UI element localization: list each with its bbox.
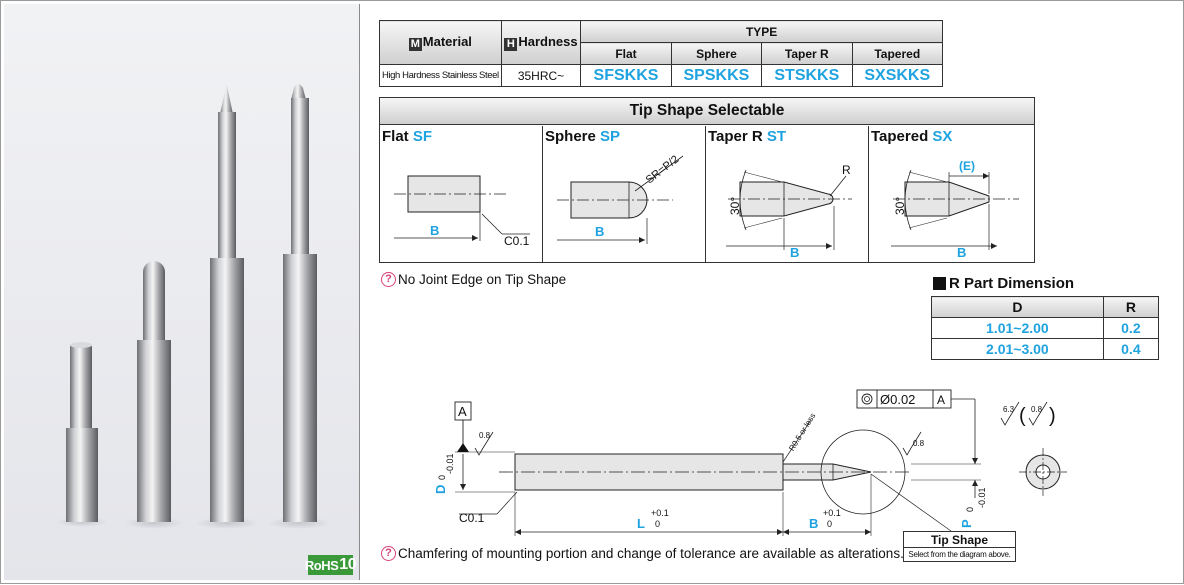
- type-col-sphere: Sphere: [670, 42, 763, 65]
- p-tol-lower: -0.01: [977, 487, 987, 508]
- type-col-tapered: Tapered: [851, 42, 944, 65]
- r-part-r-1: 0.2: [1102, 317, 1160, 339]
- type-col-taper-r: Taper R: [761, 42, 853, 65]
- no-joint-note: ?No Joint Edge on Tip Shape: [381, 272, 566, 287]
- tapered-diagram: 30° (E) B: [891, 159, 1019, 260]
- table-row: 1.01~2.00 0.2: [931, 317, 1160, 339]
- r-part-title: R Part Dimension: [933, 275, 1074, 292]
- d-tol-lower: -0.01: [445, 453, 455, 474]
- type-header: TYPE: [580, 20, 943, 43]
- tapered-angle: 30°: [893, 197, 907, 215]
- svg-text:(: (: [1019, 405, 1026, 427]
- material-icon: M: [408, 38, 422, 51]
- tip-icon: ?: [381, 546, 396, 561]
- pin-sphere: [137, 261, 171, 522]
- taper-r-angle: 30°: [728, 197, 742, 215]
- l-label: L: [637, 516, 645, 531]
- end-view-icon: [1019, 448, 1067, 496]
- r-part-r-2: 0.4: [1102, 338, 1160, 360]
- roughness-2: 0.8: [913, 439, 925, 448]
- code-sx[interactable]: SXSKKS: [851, 64, 944, 87]
- type-col-flat: Flat: [580, 42, 672, 65]
- tip-shape-callout-sub: Select from the diagram above.: [908, 550, 1011, 559]
- sphere-diagram: SR=P/2 B: [557, 153, 684, 244]
- b-tol-lower: 0: [827, 519, 832, 529]
- p-label: P: [959, 519, 974, 528]
- p-tol-upper: 0: [965, 507, 975, 512]
- r-part-col-r: R: [1102, 296, 1160, 318]
- tapered-b-label: B: [957, 245, 966, 260]
- svg-text:): ): [1049, 405, 1056, 427]
- surface-main: 6.3: [1003, 405, 1015, 414]
- r-part-table: D R 1.01~2.00 0.2 2.01~3.00 0.4: [931, 296, 1160, 360]
- tapered-e-label: (E): [959, 159, 975, 173]
- tip-shape-panel: Tip Shape Selectable Flat SF B C0.1 Sphe…: [379, 97, 1035, 263]
- roughness-1: 0.8: [479, 431, 491, 440]
- tip-shape-title: Tip Shape Selectable: [380, 98, 1034, 125]
- taper-r-diagram: 30° R B: [726, 163, 852, 260]
- r-part-d-1: 1.01~2.00: [931, 317, 1104, 339]
- tip-cell-flat[interactable]: Flat SF B C0.1: [380, 126, 543, 262]
- code-sf[interactable]: SFSKKS: [580, 64, 672, 87]
- flat-c01-label: C0.1: [504, 234, 530, 248]
- taper-r-r-label: R: [842, 163, 851, 177]
- r-part-d-2: 2.01~3.00: [931, 338, 1104, 360]
- tip-cell-tapered[interactable]: Tapered SX 30° (E) B: [869, 126, 1034, 262]
- pin-taper-r: [210, 86, 244, 522]
- b-label: B: [809, 516, 818, 531]
- tip-cell-taper-r[interactable]: Taper R ST 30° R B: [706, 126, 869, 262]
- pin-illustration: [56, 84, 331, 529]
- sphere-sr-label: SR=P/2: [644, 153, 682, 186]
- surface-sub: 0.8: [1031, 405, 1043, 414]
- drawing-c01: C0.1: [459, 511, 485, 525]
- tip-shape-callout: Tip Shape Select from the diagram above.: [903, 531, 1016, 562]
- datum-a: A: [458, 404, 467, 419]
- tip-icon: ?: [381, 272, 396, 287]
- geo-tol-value: Ø0.02: [880, 392, 915, 407]
- l-tol-lower: 0: [655, 519, 660, 529]
- geo-tol-datum: A: [937, 393, 945, 407]
- d-label: D: [433, 485, 448, 494]
- pin-flat: [66, 342, 98, 522]
- tip-cell-sphere[interactable]: Sphere SP SR=P/2 B: [543, 126, 706, 262]
- taper-r-b-label: B: [790, 245, 799, 260]
- flat-b-label: B: [430, 223, 439, 238]
- code-sp[interactable]: SPSKKS: [670, 64, 763, 87]
- r-note: R0.5 or less: [787, 412, 817, 453]
- sphere-b-label: B: [595, 224, 604, 239]
- tip-shape-callout-title: Tip Shape: [904, 532, 1015, 548]
- l-tol-upper: +0.1: [651, 508, 669, 518]
- flat-diagram: B C0.1: [394, 175, 530, 248]
- pin-tapered: [283, 84, 317, 522]
- material-value: High Hardness Stainless Steel: [379, 64, 502, 87]
- d-tol-upper: 0: [437, 475, 447, 480]
- hardness-value: 35HRC~: [500, 64, 582, 87]
- hardness-icon: H: [504, 38, 518, 51]
- code-st[interactable]: STSKKS: [761, 64, 853, 87]
- b-tol-upper: +0.1: [823, 508, 841, 518]
- table-row: 2.01~3.00 0.4: [931, 338, 1160, 360]
- pin-drawing: A 0.8 D 0 -0.01 C0.1 L +0.1 0 B +0.1 0: [433, 389, 1067, 536]
- product-photo: [4, 4, 360, 580]
- r-part-col-d: D: [931, 296, 1104, 318]
- chamfer-note: ?Chamfering of mounting portion and chan…: [381, 546, 904, 561]
- square-bullet-icon: [933, 277, 946, 290]
